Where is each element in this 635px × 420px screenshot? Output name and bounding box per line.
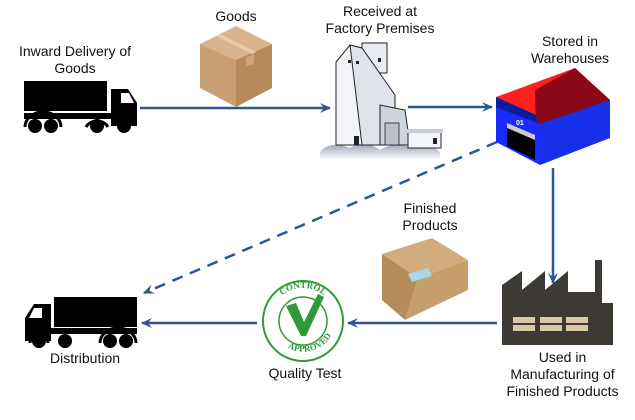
arrow-warehouse-to-distribution-dashed xyxy=(143,140,498,295)
label-goods: Goods xyxy=(215,8,257,24)
label-used-in-manufacturing: Used in Manufacturing of Finished Produc… xyxy=(495,349,630,400)
label-distribution: Distribution xyxy=(49,350,121,366)
label-quality-test: Quality Test xyxy=(268,365,342,381)
label-stored-line2: Warehouses xyxy=(530,50,610,66)
label-finished-products-line1: Finished xyxy=(403,200,457,216)
label-received-line2: Factory Premises xyxy=(325,20,435,36)
warehouse-icon: 01 xyxy=(496,68,610,165)
warehouse-number: 01 xyxy=(516,120,524,127)
manufacturing-factory-icon xyxy=(502,260,613,345)
label-inward-delivery: Inward Delivery of Goods xyxy=(10,43,140,77)
factory-premises-icon xyxy=(320,42,443,160)
label-used-in-manufacturing-line1: Used in xyxy=(538,349,587,365)
label-stored: Stored in Warehouses xyxy=(520,33,620,67)
label-used-in-manufacturing-line3: Finished Products xyxy=(506,383,619,399)
label-finished-products-line2: Products xyxy=(402,217,458,233)
label-stored-line1: Stored in xyxy=(541,33,599,49)
goods-box-icon xyxy=(200,26,272,107)
label-used-in-manufacturing-line2: Manufacturing of xyxy=(510,366,615,382)
stamp-top-text: CONTROL xyxy=(277,280,328,297)
stamp-bottom-text: APPROVED xyxy=(287,331,334,354)
finished-products-box-icon xyxy=(382,238,468,320)
distribution-truck-icon xyxy=(25,297,138,348)
label-received: Received at Factory Premises xyxy=(315,3,445,37)
label-inward-delivery-line2: Goods xyxy=(54,60,96,76)
quality-approved-stamp-icon: CONTROL APPROVED xyxy=(262,280,344,362)
svg-text:CONTROL: CONTROL xyxy=(277,280,328,297)
label-finished-products: Finished Products xyxy=(390,200,470,234)
svg-text:APPROVED: APPROVED xyxy=(287,331,334,354)
label-received-line1: Received at xyxy=(343,3,417,19)
label-inward-delivery-line1: Inward Delivery of xyxy=(18,43,132,59)
inward-truck-icon xyxy=(23,81,137,133)
